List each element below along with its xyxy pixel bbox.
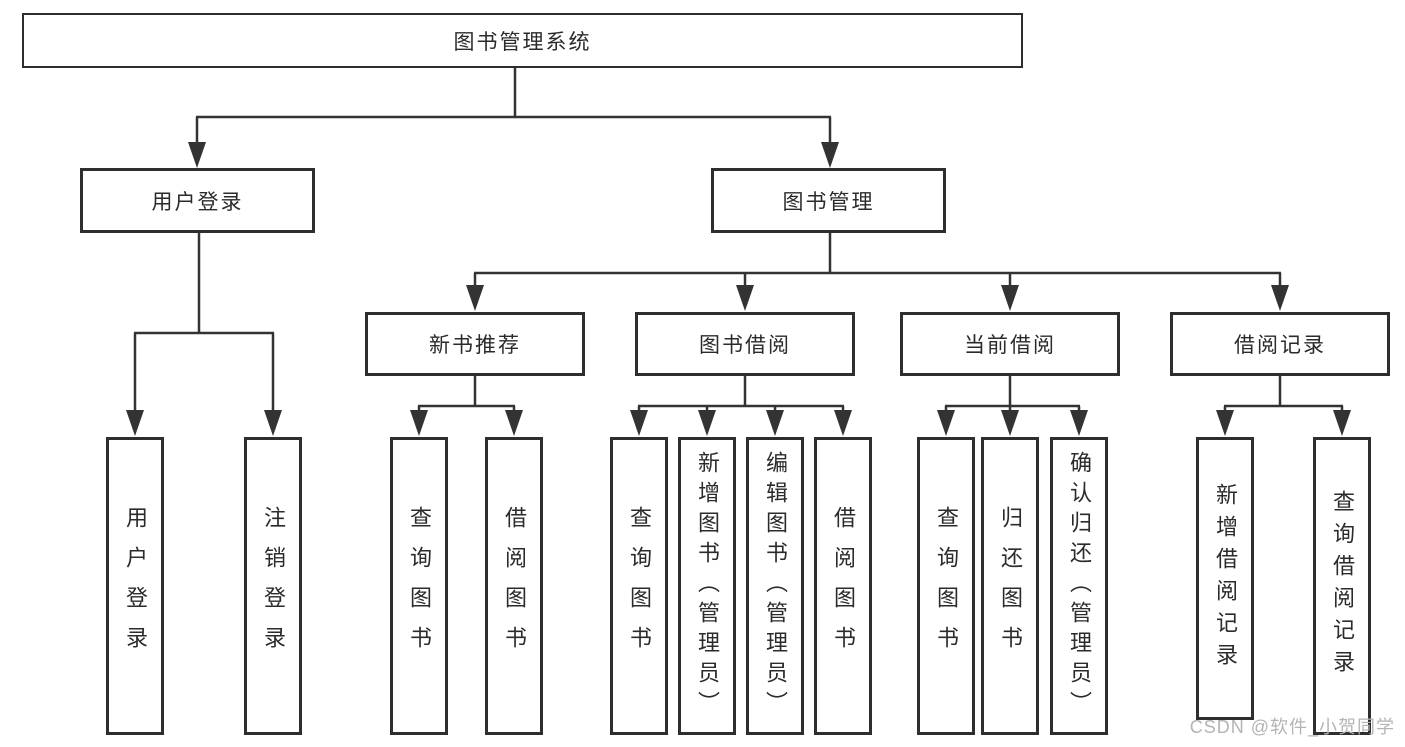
leaf-borrow-books-label: 借阅图书 [831,506,856,666]
node-book-management-label: 图书管理 [782,190,875,214]
node-book-borrow-label: 图书借阅 [699,334,791,357]
leaf-query-borrow-record-label: 查询借阅记录 [1330,490,1355,682]
node-library-system: 图书管理系统 [22,13,1023,68]
leaf-query-books-borrow: 查询图书 [610,437,668,735]
leaf-borrow-books-recommend: 借阅图书 [485,437,543,735]
leaf-borrow-books: 借阅图书 [814,437,872,735]
watermark: CSDN @软件_小贺同学 [1189,717,1395,737]
node-book-borrow: 图书借阅 [635,312,855,376]
leaf-user-login: 用户登录 [106,437,164,735]
node-library-system-label: 图书管理系统 [453,30,592,54]
leaf-add-book-admin: 新增图书（管理员） [678,437,736,735]
node-user-login-label: 用户登录 [151,190,244,214]
leaf-query-books-recommend-label: 查询图书 [407,506,432,666]
leaf-add-book-admin-label: 新增图书（管理员） [695,451,720,721]
leaf-edit-book-admin-label: 编辑图书（管理员） [763,451,788,721]
arrowheads [126,142,1351,436]
leaf-logout-label: 注销登录 [261,506,286,666]
leaf-confirm-return-admin-label: 确认归还（管理员） [1067,451,1092,721]
leaf-add-borrow-record: 新增借阅记录 [1196,437,1254,720]
node-current-borrow-label: 当前借阅 [964,334,1056,357]
leaf-query-borrow-record: 查询借阅记录 [1313,437,1371,735]
leaf-borrow-books-recommend-label: 借阅图书 [502,506,527,666]
leaf-confirm-return-admin: 确认归还（管理员） [1050,437,1108,735]
leaf-query-books-current: 查询图书 [917,437,975,735]
node-user-login: 用户登录 [80,168,315,233]
leaf-query-books-borrow-label: 查询图书 [627,506,652,666]
leaf-logout: 注销登录 [244,437,302,735]
node-borrow-records-label: 借阅记录 [1234,334,1326,357]
node-new-book-recommend-label: 新书推荐 [429,334,521,357]
leaf-add-borrow-record-label: 新增借阅记录 [1213,482,1238,675]
node-current-borrow: 当前借阅 [900,312,1120,376]
leaf-return-book-label: 归还图书 [998,506,1023,666]
leaf-return-book: 归还图书 [981,437,1039,735]
leaf-query-books-recommend: 查询图书 [390,437,448,735]
leaf-query-books-current-label: 查询图书 [934,506,959,666]
leaf-user-login-label: 用户登录 [123,506,148,666]
node-book-management: 图书管理 [711,168,946,233]
leaf-edit-book-admin: 编辑图书（管理员） [746,437,804,735]
node-new-book-recommend: 新书推荐 [365,312,585,376]
node-borrow-records: 借阅记录 [1170,312,1390,376]
